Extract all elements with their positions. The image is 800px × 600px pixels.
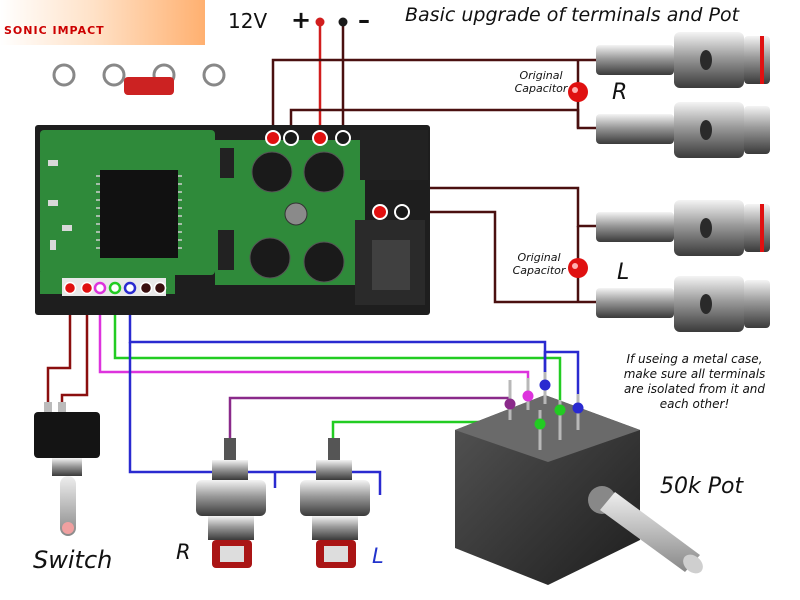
potentiometer [455, 372, 703, 585]
inductor-l6 [249, 237, 291, 279]
rca-jack-r [196, 438, 266, 568]
binding-post-r-plus [596, 32, 770, 88]
power-plus-dot [315, 17, 325, 27]
terminal-12v-plus [312, 130, 328, 146]
binding-posts [596, 32, 770, 332]
switch-label: Switch [33, 546, 113, 574]
power-minus-dot [338, 17, 348, 27]
inductor-l5 [303, 241, 345, 283]
diagram-title: Basic upgrade of terminals and Pot [405, 4, 740, 26]
metal-case-note: If useing a metal case, make sure all te… [623, 352, 766, 411]
brand-logo: SONIC IMPACT [0, 0, 205, 45]
power-input-dots [315, 17, 348, 27]
binding-post-l-plus [596, 200, 770, 256]
wire-blue-rca [128, 342, 382, 495]
pot-label: 50k Pot [660, 474, 744, 499]
power-plus-label: + [291, 6, 312, 34]
toggle-switch [34, 402, 100, 536]
power-voltage-label: 12V [228, 9, 268, 33]
binding-post-l-minus [596, 276, 770, 332]
capacitor-l [568, 258, 588, 278]
wire-l-speaker-minus [402, 210, 600, 304]
binding-post-r-minus [596, 102, 770, 158]
rca-jack-l [300, 438, 370, 568]
terminal-12v-minus [335, 130, 351, 146]
speaker-channel-l-label: L [617, 260, 630, 285]
amp-board [35, 125, 430, 315]
capacitor-r-label: Original Capacitor [514, 69, 568, 95]
wire-r-speaker-plus [271, 58, 600, 138]
wires [46, 22, 600, 495]
amp-ic-chip [100, 170, 178, 258]
terminal-l-speaker-minus [394, 204, 410, 220]
power-minus-label: – [358, 6, 370, 34]
speaker-channel-r-label: R [612, 80, 628, 105]
terminal-r-speaker-minus [283, 130, 299, 146]
header-pins [63, 281, 167, 295]
terminal-l-speaker-plus [372, 204, 388, 220]
capacitor-l-label: Original Capacitor [512, 251, 566, 277]
speaker-capacitors [568, 82, 588, 278]
board-terminals [265, 130, 410, 220]
board-capacitor [284, 202, 308, 226]
secondary-logo [52, 63, 226, 95]
brand-text: SONIC IMPACT [4, 24, 105, 37]
inductor-l4 [303, 151, 345, 193]
terminal-r-speaker-plus [265, 130, 281, 146]
rca-r-label: R [176, 540, 191, 564]
inductor-l3 [251, 151, 293, 193]
wire-switch-a [46, 288, 72, 410]
capacitor-r [568, 82, 588, 102]
wire-blue-pot-2 [543, 350, 580, 408]
rca-l-label: L [372, 544, 384, 568]
wire-green [113, 288, 562, 410]
